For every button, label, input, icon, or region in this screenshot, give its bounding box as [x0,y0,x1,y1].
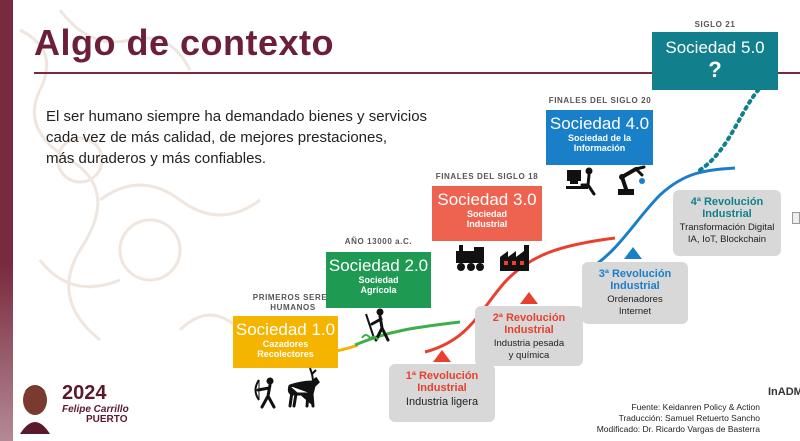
society-5-box: Sociedad 5.0 ? [652,32,778,90]
era-label: SIGLO 21 [694,20,736,29]
source-line: Fuente: Keidanren Policy & Action [631,402,760,412]
farmer-icon [361,308,390,342]
logo-felipe-carrillo-puerto: 2024 Felipe Carrillo PUERTO [16,380,186,438]
society-name: Sociedad 2.0 [328,256,429,275]
revolution-title: 2ª Revolución Industrial [492,312,566,336]
society-1-box: Sociedad 1.0 Cazadores Recolectores [233,316,338,368]
curve-green [354,320,461,347]
curve-red [424,236,616,354]
curve-blue [587,166,736,272]
revolution-title: 3ª Revolución Industrial [598,268,672,292]
revolution-title: 1ª Revolución Industrial [405,370,479,394]
era-label: FINALES DEL SIGLO 20 [548,96,652,105]
intro-line: cada vez de más calidad, de mejores pres… [46,129,388,146]
revolution-1-pointer [433,350,451,362]
intro-line: El ser humano siempre ha demandado biene… [46,108,428,125]
society-sub: Sociedad de la Información [567,133,632,153]
revolution-2-box: 2ª Revolución Industrial Industria pesad… [475,306,583,366]
society-2-box: Sociedad 2.0 Sociedad Agrícola [326,252,431,308]
robot-arm-icon [618,165,646,195]
society-4-box: Sociedad 4.0 Sociedad de la Información [546,110,653,165]
society-sub: Sociedad Industrial [466,209,508,229]
revolution-desc: Transformación Digital IA, IoT, Blockcha… [679,222,775,245]
revolution-desc: Ordenadores Internet [607,294,663,317]
era-label: PRIMEROS SERES HUMANOS [252,293,334,312]
scroll-handle[interactable] [792,212,800,224]
society-sub: Cazadores Recolectores [257,339,314,359]
logo-year: 2024 [62,382,107,404]
revolution-title: 4ª Revolución Industrial [690,196,764,220]
era-label: AÑO 13000 a.C. [344,237,413,246]
revolution-1-box: 1ª Revolución Industrial Industria liger… [389,364,495,422]
source-line: Modificado: Dr. Ricardo Vargas de Baster… [596,424,760,434]
society-question: ? [708,57,722,82]
logo-name-line1: Felipe Carrillo [62,404,129,415]
society-3-box: Sociedad 3.0 Sociedad Industrial [432,186,542,241]
era-label: FINALES DEL SIGLO 18 [435,172,539,181]
revolution-3-pointer [624,247,642,259]
source-line: Traducción: Samuel Retuerto Sancho [618,413,760,423]
deer-icon [287,367,320,408]
revolution-desc: Industria pesada y química [493,338,565,361]
society-name: Sociedad 3.0 [437,190,537,209]
left-color-band [0,0,13,441]
computer-user-icon [566,167,596,196]
partner-logo-text: InADM [768,386,800,398]
slide-title: Algo de contexto [34,22,335,63]
title-divider [34,72,800,74]
train-icon [456,245,484,271]
intro-text: El ser humano siempre ha demandado biene… [46,106,466,169]
revolution-4-box: 4ª Revolución Industrial Transformación … [673,190,781,256]
logo-name-line2: PUERTO [86,414,128,425]
hunter-archer-icon [254,377,276,409]
source-credits: Fuente: Keidanren Policy & Action Traduc… [597,402,760,435]
society-name: Sociedad 1.0 [235,320,336,339]
portrait-icon [20,385,50,434]
revolution-desc: Industria ligera [405,396,479,408]
curve-teal-dotted [698,86,762,172]
intro-line: más duraderos y más confiables. [46,150,267,167]
factory-icon [500,245,529,271]
society-name: Sociedad 4.0 [549,114,650,133]
society-sub: Sociedad Agrícola [358,275,399,295]
revolution-2-pointer [520,292,538,304]
revolution-3-box: 3ª Revolución Industrial Ordenadores Int… [582,262,688,324]
society-name: Sociedad 5.0 [665,38,765,57]
